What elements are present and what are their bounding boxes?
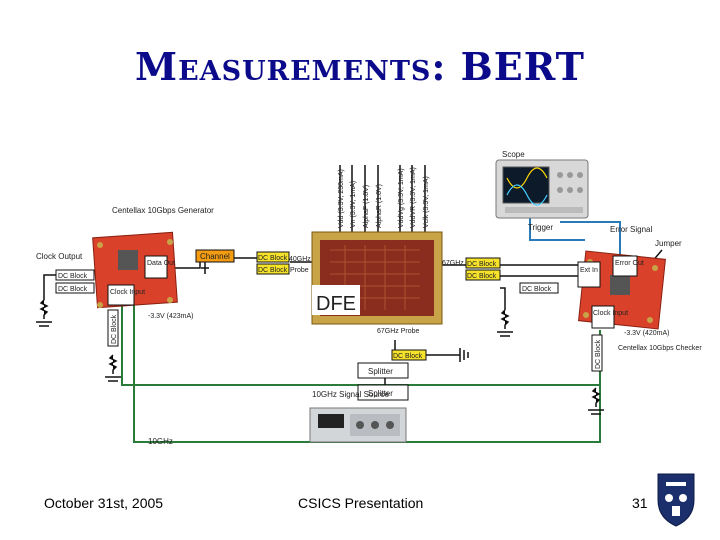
dc-block-3 xyxy=(465,257,501,269)
dc-block-2 xyxy=(256,263,290,275)
dc-block-6 xyxy=(391,349,427,361)
splitter-1-label: Splitter xyxy=(368,367,393,376)
clock-input-gen-label: Clock Input xyxy=(110,289,145,296)
footer-presentation: CSICS Presentation xyxy=(298,495,424,511)
supply-label-vdd: Vdd (3.3V, 230mA) xyxy=(338,169,345,228)
dc-block-chk-vertical xyxy=(591,334,603,372)
splitter-2 xyxy=(357,384,409,401)
dc-block-6-label: DC Block xyxy=(393,353,423,360)
dc-block-1 xyxy=(256,251,290,263)
dc-block-3-label: DC Block xyxy=(467,261,497,268)
supply-wires xyxy=(339,165,426,232)
dc-block-4 xyxy=(465,269,501,281)
jumper-label: Jumper xyxy=(655,239,682,248)
chk-power-label: -3.3V (420mA) xyxy=(624,330,670,337)
supply-label-vclk: Vclk (3.3V, 1mA) xyxy=(423,176,430,228)
dc-block-5-label: DC Block xyxy=(522,286,552,293)
clock-input-box-chk xyxy=(591,305,615,329)
dc-block-5 xyxy=(519,282,559,294)
checker-label: Centellax 10Gbps Checker xyxy=(618,345,702,352)
ext-in-box xyxy=(577,261,601,288)
error-out-label: Error Out xyxy=(615,260,644,267)
splitter-1 xyxy=(357,362,409,379)
scope-label: Scope xyxy=(502,150,525,159)
gen-power-label: -3.3V (423mA) xyxy=(148,313,194,320)
dc-block-gen-1-label: DC Block xyxy=(58,273,88,280)
supply-labels: Vdd (3.3V, 230mA) Vn (3.3V, 1mA) AlphaF … xyxy=(338,167,430,228)
error-signal-label: Error Signal xyxy=(610,225,652,234)
trigger-label: Trigger xyxy=(528,223,553,232)
channel-box xyxy=(195,249,235,263)
university-crest-icon xyxy=(657,473,695,527)
blue-wires xyxy=(529,210,621,255)
supply-label-vn: Vn (3.3V, 1mA) xyxy=(350,181,357,228)
dc-block-gen-vertical-label: DC Block xyxy=(111,314,118,344)
signal-source-instrument xyxy=(309,407,407,443)
clock-output-label: Clock Output xyxy=(36,252,83,261)
dc-block-2-label: DC Block xyxy=(258,267,288,274)
data-out-label: Data Out xyxy=(147,260,175,267)
dc-block-gen-1 xyxy=(55,269,95,281)
ext-in-label: Ext In xyxy=(580,267,598,274)
supply-label-vddvr: VddVR (3.3V, 1mA) xyxy=(410,167,417,228)
dc-block-chk-vertical-label: DC Block xyxy=(595,339,602,369)
splitter-2-label: Splitter xyxy=(368,389,393,398)
supply-label-alphar: AlphaR (1.8V) xyxy=(376,184,383,228)
dc-block-gen-2 xyxy=(55,282,95,294)
bottom-clock-label: 10GHz xyxy=(148,437,173,446)
error-out-box xyxy=(612,255,638,277)
probe-67ghz-bottom-label: 67GHz Probe xyxy=(377,328,420,335)
dfe-label: DFE xyxy=(316,293,356,315)
clock-input-box-gen xyxy=(107,284,135,306)
probe-67ghz-right-label: 67GHz Probe xyxy=(442,260,485,267)
channel-label: Channel xyxy=(200,252,230,261)
dfe-chip xyxy=(311,231,443,325)
generator-label: Centellax 10Gbps Generator xyxy=(112,206,214,215)
dc-block-4-label: DC Block xyxy=(467,273,497,280)
signal-source-label: 10GHz Signal Source xyxy=(312,390,389,399)
supply-label-vddvg: VddVg (3.3V, 1mA) xyxy=(398,168,405,228)
dc-block-1-label: DC Block xyxy=(258,255,288,262)
footer-date: October 31st, 2005 xyxy=(44,495,164,511)
supply-label-alphaf: AlphaF (1.8V) xyxy=(363,185,370,228)
dc-block-gen-2-label: DC Block xyxy=(58,286,88,293)
oscilloscope xyxy=(495,159,589,219)
slide-number: 31 xyxy=(632,495,648,511)
probe-40ghz-label: 40GHz xyxy=(289,256,311,263)
ground-symbols xyxy=(36,262,604,415)
clock-input-chk-label: Clock Input xyxy=(593,310,628,317)
dc-block-gen-vertical xyxy=(107,309,119,347)
probe-label-left: Probe xyxy=(290,267,309,274)
data-out-box xyxy=(144,255,168,279)
slide-title: Measurements: BERT xyxy=(135,44,585,89)
